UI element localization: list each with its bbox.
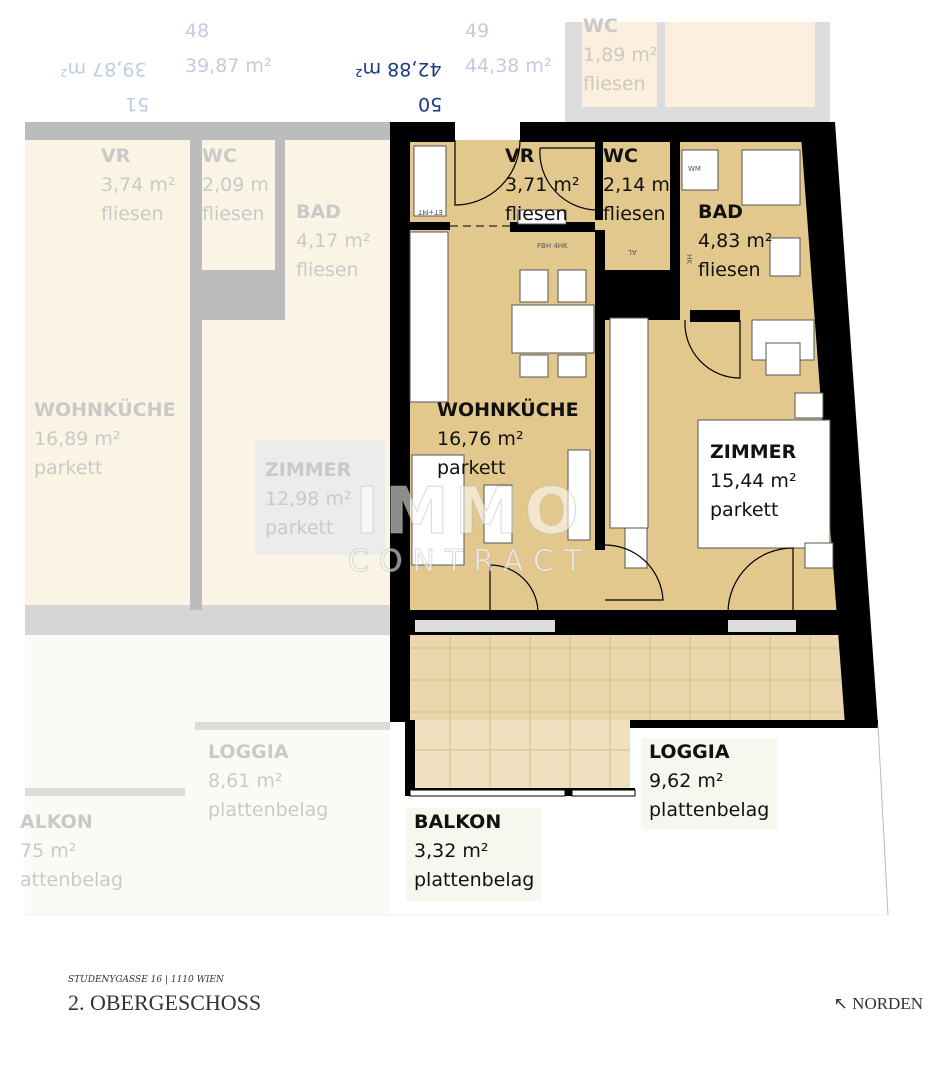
north-indicator: ↖ NORDEN: [833, 994, 923, 1013]
unit-51-number: 51: [125, 93, 150, 115]
balkon-area: [412, 720, 630, 790]
hk-label: HK: [684, 254, 693, 264]
unit-50-area: 42,88 m²: [355, 58, 442, 80]
unit-51-area: 39,87 m²: [60, 58, 147, 80]
apartment-50: [390, 122, 878, 797]
unit-50-number: 50: [418, 93, 443, 115]
washing-machine-label: WM: [688, 165, 701, 173]
unit-48-area: 39,87 m²: [185, 55, 272, 77]
unit-49-number: 49: [465, 20, 490, 42]
neighbor-apartment: [25, 122, 390, 915]
al-label: AL: [628, 248, 637, 256]
neighbor-top-right: [565, 22, 830, 122]
unit-49-area: 44,38 m²: [465, 55, 552, 77]
unit-48-number: 48: [185, 20, 210, 42]
fbh-label: FBH 4HK: [537, 242, 568, 250]
address: STUDENYGASSE 16 | 1110 WIEN: [68, 975, 224, 985]
floor-title: 2. OBERGESCHOSS: [68, 990, 262, 1015]
et-mt-label: ET+MT: [418, 208, 443, 216]
